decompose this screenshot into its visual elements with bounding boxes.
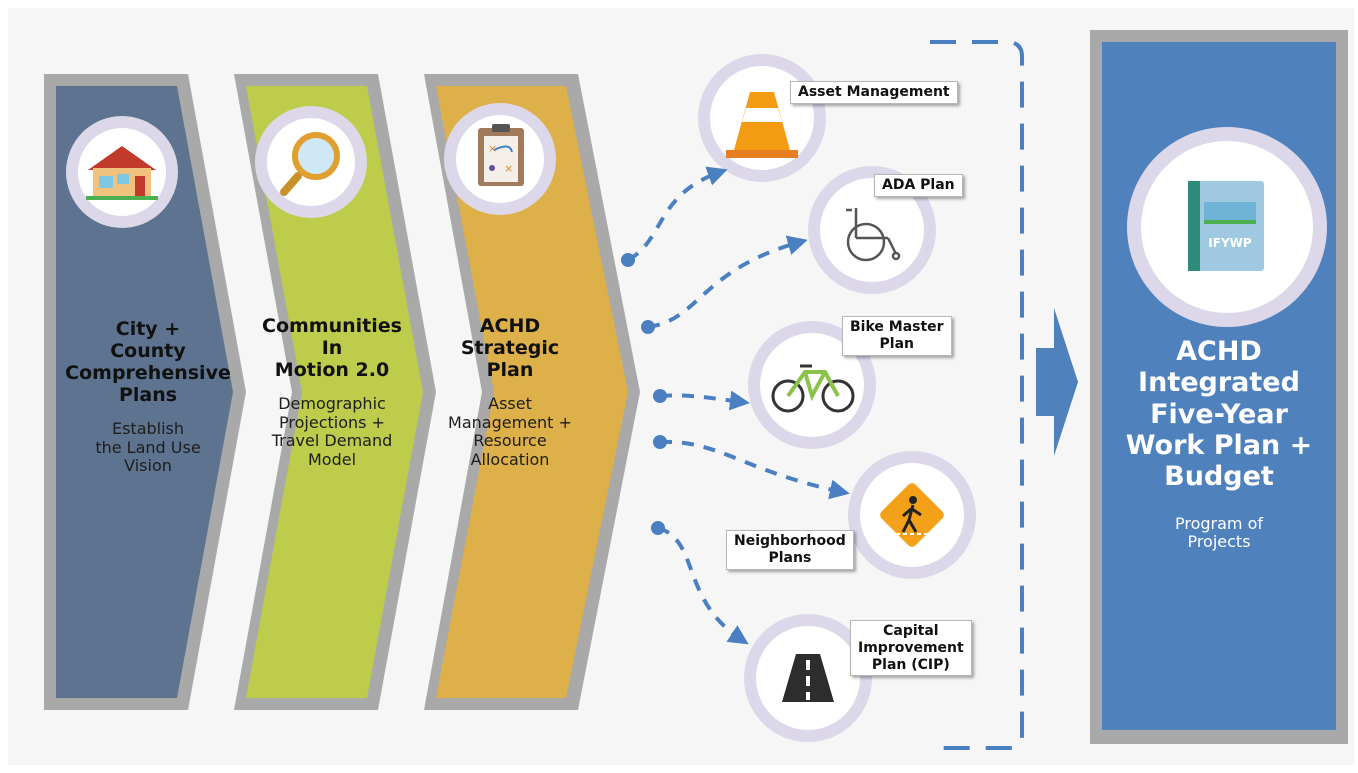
arrow-to-asset-management <box>627 166 728 262</box>
plan-label-neighborhood-plans: Neighborhood Plans <box>726 530 854 570</box>
stage-3-title-line: Plan <box>486 359 534 382</box>
stage-1-title-line: County <box>110 340 186 363</box>
final-title: ACHD Integrated Five-Year Work Plan + Bu… <box>1102 336 1336 493</box>
stage-chevron-3 <box>436 86 628 698</box>
final-title-line: Five-Year <box>1150 398 1288 430</box>
stage-2-subtitle-line: Travel Demand <box>271 431 393 451</box>
plan-label-line: Plan <box>879 335 915 352</box>
plan-label-cip: Capital Improvement Plan (CIP) <box>850 620 972 677</box>
magnifier-icon <box>255 106 367 218</box>
stage-2-subtitle: Demographic Projections + Travel Demand … <box>252 395 412 469</box>
final-subtitle-line: Program of <box>1174 513 1263 533</box>
final-title-line: Work Plan + <box>1125 429 1313 461</box>
final-subtitle: Program of Projects <box>1102 513 1336 552</box>
stage-chevron-1 <box>56 86 233 698</box>
plan-label-line: Bike Master <box>850 319 944 335</box>
plan-label-line: Improvement <box>858 639 964 656</box>
stage-1-title: City + County Comprehensive Plans <box>60 318 236 406</box>
grouping-bracket <box>930 40 1024 750</box>
plan-label-ada-plan: ADA Plan <box>874 174 963 197</box>
stage-1-subtitle-line: Establish <box>111 419 185 439</box>
final-subtitle-line: Projects <box>1187 532 1251 552</box>
stage-3-subtitle-line: Allocation <box>470 449 550 469</box>
arrow-to-cip <box>657 526 749 645</box>
book-cover-text: IFYWP <box>1208 236 1252 250</box>
stage-3-text: ACHD Strategic Plan Asset Management + R… <box>440 315 580 469</box>
plan-label-line: ADA Plan <box>882 177 955 193</box>
plan-label-line: Neighborhood <box>734 533 846 549</box>
stage-1-subtitle-line: Vision <box>124 456 172 476</box>
stage-1-text: City + County Comprehensive Plans Establ… <box>60 318 236 476</box>
final-text: ACHD Integrated Five-Year Work Plan + Bu… <box>1102 336 1336 552</box>
traffic-cone-icon <box>726 92 798 158</box>
stage-2-subtitle-line: Model <box>307 449 357 469</box>
plan-label-line: Plans <box>768 549 812 566</box>
stage-1-subtitle: Establish the Land Use Vision <box>60 420 236 476</box>
wheelchair-icon <box>846 208 901 262</box>
svg-text:×: × <box>504 162 513 175</box>
stage-1-title-line: City + <box>115 318 181 340</box>
bicycle-icon <box>771 364 855 413</box>
stage-2-title: Communities In Motion 2.0 <box>252 315 412 381</box>
final-title-line: ACHD <box>1176 336 1262 367</box>
flow-arrow <box>1036 308 1078 456</box>
stage-1-subtitle-line: the Land Use <box>95 437 201 457</box>
final-title-line: Integrated <box>1138 367 1300 399</box>
stage-2-title-line: Motion 2.0 <box>274 359 390 382</box>
arrow-to-ada-plan <box>647 235 808 329</box>
arrow-to-neighborhood-plans <box>659 439 850 500</box>
stage-2-text: Communities In Motion 2.0 Demographic Pr… <box>252 315 412 469</box>
stage-3-title-line: ACHD <box>479 315 541 337</box>
stage-1-title-line: Comprehensive <box>65 362 231 385</box>
clipboard-icon: × × <box>444 103 556 215</box>
final-title-line: Budget <box>1164 461 1274 493</box>
stage-2-subtitle-line: Projections + <box>279 412 385 432</box>
stage-3-subtitle-line: Asset <box>488 394 532 414</box>
svg-text:×: × <box>488 142 497 155</box>
stage-2-subtitle-line: Demographic <box>278 394 386 414</box>
stage-3-title: ACHD Strategic Plan <box>440 315 580 381</box>
stage-3-title-line: Strategic <box>460 337 560 360</box>
arrow-to-bike-plan <box>659 390 750 411</box>
book-icon: IFYWP <box>1127 127 1327 327</box>
stage-3-subtitle-line: Resource <box>473 431 547 451</box>
connector-arrows <box>627 166 850 645</box>
stage-3-subtitle: Asset Management + Resource Allocation <box>440 395 580 469</box>
house-icon <box>66 116 178 228</box>
road-icon <box>782 654 834 702</box>
plan-label-asset-management: Asset Management <box>790 81 958 104</box>
stage-chevron-2 <box>246 86 423 698</box>
plan-label-line: Asset Management <box>798 84 950 100</box>
pedestrian-sign-icon <box>880 483 944 547</box>
stage-1-title-line: Plans <box>118 384 178 407</box>
plan-label-line: Capital <box>883 623 939 639</box>
stage-2-title-line: In <box>321 337 343 360</box>
stage-3-subtitle-line: Management + <box>448 412 572 432</box>
stage-2-title-line: Communities <box>262 315 402 337</box>
plan-label-bike-master-plan: Bike Master Plan <box>842 316 952 356</box>
arrow-start-dots <box>621 253 667 535</box>
plan-label-line: Plan (CIP) <box>871 656 950 673</box>
